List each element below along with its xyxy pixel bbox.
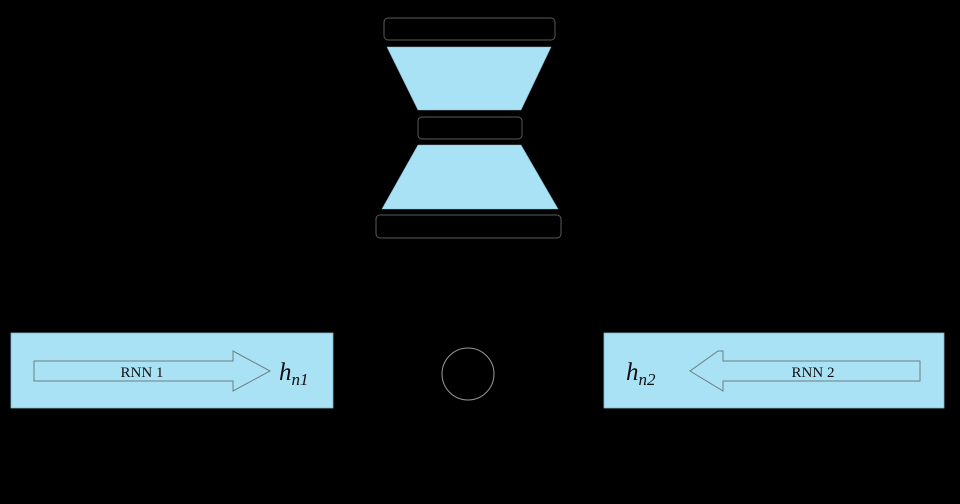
rnn2-label: RNN 2 <box>792 365 835 381</box>
hn1-symbol: hn1 <box>279 359 309 389</box>
top-bar <box>383 17 556 41</box>
bottom-bar <box>375 214 562 239</box>
right-rnn-block: RNN 2 hn2 <box>603 332 945 409</box>
rnn1-label: RNN 1 <box>121 365 164 381</box>
rnn1-right-arrow-icon <box>33 350 272 392</box>
autoencoder <box>375 17 562 239</box>
middle-bar <box>417 116 523 140</box>
combine-node-circle <box>441 347 495 401</box>
hn2-symbol: hn2 <box>626 359 656 389</box>
decoder-trapezoid <box>381 144 559 210</box>
encoder-trapezoid <box>386 46 552 111</box>
rnn2-left-arrow-icon <box>689 350 921 392</box>
left-rnn-block: RNN 1 hn1 <box>10 332 334 409</box>
